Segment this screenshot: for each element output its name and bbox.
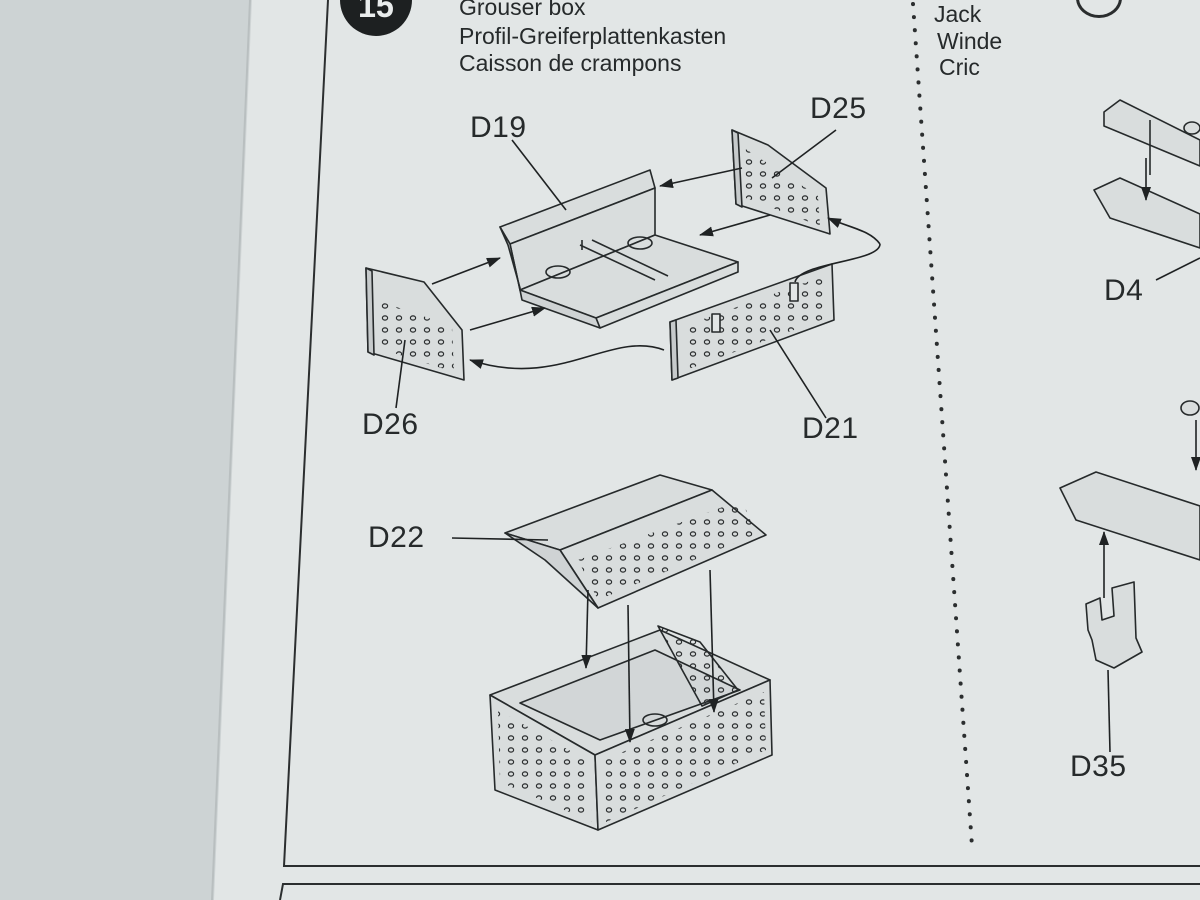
part-d25	[731, 129, 831, 235]
next-frame	[279, 883, 1200, 900]
left-page	[0, 0, 250, 900]
label-d22: D22	[368, 521, 425, 554]
next-title-en: Jack	[934, 1, 982, 27]
paper-sheet	[214, 0, 1200, 900]
step-title-de: Profil-Greiferplattenkasten	[459, 23, 727, 49]
part-d26	[365, 267, 465, 381]
next-title-fr: Cric	[939, 54, 980, 80]
label-d25: D25	[810, 92, 867, 125]
part-d22	[504, 474, 767, 609]
part-d4	[1093, 99, 1200, 249]
label-d21: D21	[802, 412, 859, 445]
label-d4: D4	[1104, 274, 1144, 307]
label-d19: D19	[470, 111, 527, 144]
part-d35	[1085, 581, 1143, 669]
part-d21	[669, 263, 835, 381]
part-d19	[499, 169, 739, 329]
label-d35: D35	[1070, 750, 1127, 783]
next-title-de: Winde	[937, 28, 1003, 54]
step-frame	[282, 0, 1200, 867]
step-title-en: Grouser box	[459, 0, 586, 20]
assembled-grouser-box	[489, 625, 773, 831]
part-jack-body	[1059, 400, 1200, 561]
step-title-fr: Caisson de crampons	[459, 50, 682, 76]
label-d26: D26	[362, 408, 419, 441]
